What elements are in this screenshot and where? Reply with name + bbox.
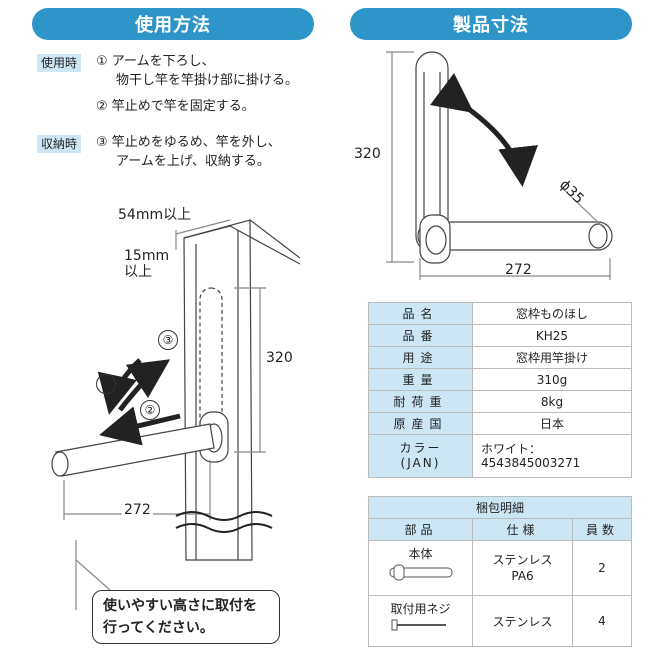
spec-value: KH25 xyxy=(472,324,632,347)
arrow-1-label: ① xyxy=(96,374,116,394)
spec-value: 窓枠用竿掛け xyxy=(472,346,632,369)
spec-row: 原産国日本 xyxy=(368,412,632,435)
right-height-label: 320 xyxy=(354,146,381,162)
left-height-label: 320 xyxy=(266,350,293,366)
pack-header-qty: 員数 xyxy=(572,518,632,541)
mounting-note: 使いやすい高さに取付を 行ってください。 xyxy=(92,590,280,644)
spec-label: 耐荷重 xyxy=(368,390,473,413)
step-1-num: ① xyxy=(96,54,108,69)
screw-icon xyxy=(391,619,446,631)
pack-title: 梱包明細 xyxy=(368,496,632,519)
usage-header: 使用方法 xyxy=(32,8,314,40)
spec-value: 310g xyxy=(472,368,632,391)
step-3-num: ③ xyxy=(96,135,108,150)
step-2-line1: 竿止めで竿を固定する。 xyxy=(111,99,255,114)
color-label: カラー (JAN) xyxy=(368,434,473,478)
arrow-3-label: ③ xyxy=(158,330,178,350)
color-label-line1: カラー xyxy=(399,441,442,455)
pack-header-part: 部品 xyxy=(368,518,473,541)
arm-horizontal xyxy=(417,221,613,251)
step-1: ① アームを下ろし、 物干し竿を竿掛け部に掛ける。 xyxy=(96,52,298,90)
color-value-line2: 4543845003271 xyxy=(481,456,581,470)
step-1-line1: アームを下ろし、 xyxy=(111,54,215,69)
spec-label: 重量 xyxy=(368,368,473,391)
pack-title-row: 梱包明細 xyxy=(368,496,632,519)
spec-row: 用途窓枠用竿掛け xyxy=(368,346,632,369)
spec-label: 用途 xyxy=(368,346,473,369)
spec-row: 品名窓枠ものほし xyxy=(368,302,632,325)
step-1-line2: 物干し竿を竿掛け部に掛ける。 xyxy=(116,73,299,88)
body-part-icon xyxy=(389,564,452,581)
note-line1: 使いやすい高さに取付を xyxy=(103,598,257,614)
step-3-line2: アームを上げ、収納する。 xyxy=(116,154,270,169)
part-name: 本体 xyxy=(408,547,433,561)
color-label-line2: (JAN) xyxy=(400,456,441,470)
pack-row: 取付用ネジ ステンレス 4 xyxy=(368,595,632,647)
step-2: ② 竿止めで竿を固定する。 xyxy=(96,97,255,116)
arrow-3 xyxy=(118,359,171,412)
pack-row: 本体 ステンレス PA6 2 xyxy=(368,540,632,596)
part-qty: 2 xyxy=(572,540,632,596)
color-value: ホワイト： 4543845003271 xyxy=(472,434,632,478)
pack-header-row: 部品 仕様 員数 xyxy=(368,518,632,541)
step-3-line1: 竿止めをゆるめ、竿を外し、 xyxy=(111,135,281,150)
dimensions-header: 製品寸法 xyxy=(350,8,632,40)
arrow-2 xyxy=(99,406,181,446)
gap-label: 15mm 以上 xyxy=(124,248,169,280)
part-qty: 4 xyxy=(572,595,632,647)
step-3: ③ 竿止めをゆるめ、竿を外し、 アームを上げ、収納する。 xyxy=(96,133,281,171)
spec-value: 窓枠ものほし xyxy=(472,302,632,325)
gap-label-line1: 15mm xyxy=(124,248,170,264)
spec-value: 日本 xyxy=(472,412,632,435)
spec-label: 品名 xyxy=(368,302,473,325)
use-tag: 使用時 xyxy=(37,54,82,72)
part-cell: 本体 xyxy=(368,540,473,596)
spec-row-color: カラー (JAN) ホワイト： 4543845003271 xyxy=(368,434,632,478)
window-frame xyxy=(183,219,253,561)
store-tag: 収納時 xyxy=(37,135,82,153)
left-width-label: 272 xyxy=(122,502,153,518)
note-line2: 行ってください。 xyxy=(103,620,214,636)
part-cell: 取付用ネジ xyxy=(368,595,473,647)
gap-label-line2: 以上 xyxy=(124,264,152,280)
step-2-num: ② xyxy=(96,99,108,114)
spec-label: 品番 xyxy=(368,324,473,347)
pack-table: 梱包明細 部品 仕様 員数 本体 ステンレス PA6 2 取付用ネジ ステンレス… xyxy=(368,496,632,647)
spec-value: 8kg xyxy=(472,390,632,413)
right-width-label: 272 xyxy=(505,262,532,278)
color-value-line1: ホワイト： xyxy=(481,442,542,456)
arrow-rotate xyxy=(430,72,538,187)
part-spec: ステンレス PA6 xyxy=(472,540,573,596)
frame-width-label: 54mm以上 xyxy=(118,207,192,223)
part-name: 取付用ネジ xyxy=(390,602,451,616)
part-spec-line1: ステンレス xyxy=(492,553,553,567)
part-spec-line2: PA6 xyxy=(511,569,534,583)
part-spec: ステンレス xyxy=(472,595,573,647)
pack-header-spec: 仕様 xyxy=(472,518,573,541)
arrow-2-label: ② xyxy=(140,400,160,420)
spec-label: 原産国 xyxy=(368,412,473,435)
